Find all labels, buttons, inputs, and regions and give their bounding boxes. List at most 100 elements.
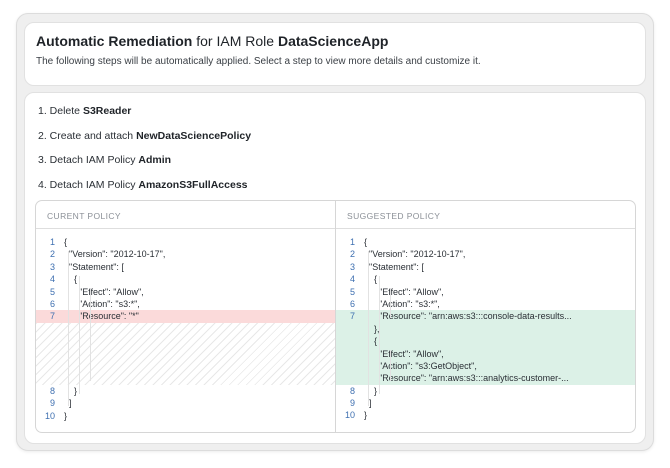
line-number: 6: [49, 298, 55, 309]
added-line: "Action": "s3:GetObject",: [336, 359, 635, 373]
step-3[interactable]: 3. Detach IAM Policy Admin: [38, 154, 251, 179]
line-number: 7: [49, 311, 55, 322]
line-number: 3: [49, 261, 55, 272]
code-line: 3 "Statement": [: [336, 261, 635, 273]
step-prefix: 1. Delete: [38, 105, 83, 117]
line-text: }: [64, 410, 68, 421]
code-line: 5 "Effect": "Allow",: [36, 286, 335, 298]
indent-guide: [390, 288, 391, 318]
line-number: 5: [49, 286, 55, 297]
line-text: "Statement": [: [64, 261, 124, 272]
step-1[interactable]: 1. Delete S3Reader: [38, 105, 251, 130]
line-text: "Effect": "Allow",: [364, 348, 444, 359]
line-number: 10: [44, 410, 55, 421]
title-role: DataScienceApp: [277, 33, 389, 49]
indent-guide: [79, 276, 80, 394]
line-number: 8: [49, 385, 55, 396]
suggested-policy-pane[interactable]: SUGGESTED POLICY 1{ 2 "Version": "2012-1…: [336, 201, 635, 432]
line-number: 1: [49, 237, 55, 247]
code-line: 8 }: [36, 385, 335, 397]
step-target: NewDataSciencePolicy: [136, 129, 252, 142]
step-target: Admin: [138, 154, 172, 166]
code-line: 6 "Action": "s3:*",: [36, 298, 335, 310]
added-line: },: [336, 322, 635, 336]
page-title: Automatic Remediation for IAM Role DataS…: [36, 33, 388, 49]
code-line: 8 }: [336, 385, 635, 397]
line-text: {: [364, 237, 368, 247]
step-2[interactable]: 2. Create and attach NewDataSciencePolic…: [38, 130, 251, 155]
line-number: 4: [349, 274, 355, 285]
remediation-body: 1. Delete S3Reader 2. Create and attach …: [24, 92, 646, 444]
indent-guide: [390, 350, 391, 381]
line-text: "Resource": "arn:aws:s3:::console-data-r…: [364, 311, 572, 322]
page-subtitle: The following steps will be automaticall…: [36, 56, 481, 67]
added-line: "Resource": "arn:aws:s3:::analytics-cust…: [336, 372, 635, 385]
remediation-header: Automatic Remediation for IAM Role DataS…: [24, 22, 646, 86]
steps-list: 1. Delete S3Reader 2. Create and attach …: [38, 105, 251, 203]
code-line: 2 "Version": "2012-10-17",: [336, 248, 635, 260]
removed-line: 7 "Resource": "*": [36, 310, 335, 323]
line-text: },: [364, 323, 380, 334]
line-text: }: [364, 410, 368, 421]
line-number: 9: [349, 398, 355, 409]
line-text: "Effect": "Allow",: [364, 286, 444, 297]
code-line: 4 {: [36, 273, 335, 285]
line-number: 6: [349, 298, 355, 309]
line-text: "Version": "2012-10-17",: [364, 249, 466, 260]
line-text: "Resource": "arn:aws:s3:::analytics-cust…: [364, 373, 569, 384]
code-line: 1{: [36, 236, 335, 248]
line-text: "Statement": [: [364, 261, 424, 272]
suggested-policy-code: 1{ 2 "Version": "2012-10-17", 3 "Stateme…: [336, 236, 635, 422]
code-line: 9 ]: [36, 397, 335, 409]
line-number: 2: [49, 249, 55, 260]
line-text: "Action": "s3:GetObject",: [364, 360, 477, 371]
line-number: 7: [349, 311, 355, 322]
indent-guide: [90, 288, 91, 381]
line-text: "Action": "s3:*",: [64, 298, 140, 309]
line-text: }: [364, 385, 378, 396]
line-text: "Version": "2012-10-17",: [64, 249, 166, 260]
policy-diff-viewer: CURENT POLICY 1{ 2 "Version": "2012-10-1…: [35, 200, 636, 433]
code-line: 10}: [336, 409, 635, 421]
added-line: {: [336, 335, 635, 348]
line-text: {: [364, 274, 378, 285]
line-text: {: [64, 237, 68, 247]
line-number: 1: [349, 237, 355, 247]
code-line: 4 {: [336, 273, 635, 285]
line-number: 8: [349, 385, 355, 396]
line-number: 5: [349, 286, 355, 297]
code-line: 5 "Effect": "Allow",: [336, 286, 635, 298]
line-text: "Resource": "*": [64, 311, 139, 322]
code-line: 3 "Statement": [: [36, 261, 335, 273]
line-number: 2: [349, 249, 355, 260]
line-number: 9: [49, 398, 55, 409]
current-policy-code: 1{ 2 "Version": "2012-10-17", 3 "Stateme…: [36, 236, 335, 422]
indent-guide: [68, 251, 69, 406]
code-line: 10}: [36, 410, 335, 422]
line-text: "Effect": "Allow",: [64, 286, 144, 297]
current-policy-pane[interactable]: CURENT POLICY 1{ 2 "Version": "2012-10-1…: [36, 201, 336, 432]
code-line: 2 "Version": "2012-10-17",: [36, 248, 335, 260]
line-text: ]: [369, 398, 372, 409]
line-text: ]: [69, 398, 72, 409]
step-prefix: 4. Detach IAM Policy: [38, 178, 139, 191]
code-line: 1{: [336, 236, 635, 248]
step-target: AmazonS3FullAccess: [138, 178, 248, 191]
title-mid: for IAM Role: [192, 33, 278, 49]
step-prefix: 2. Create and attach: [38, 129, 137, 142]
line-text: }: [64, 385, 78, 396]
added-line: "Effect": "Allow",: [336, 347, 635, 360]
line-text: {: [64, 274, 78, 285]
step-4[interactable]: 4. Detach IAM Policy AmazonS3FullAccess: [38, 179, 251, 204]
code-line: 6 "Action": "s3:*",: [336, 298, 635, 310]
line-number: 4: [49, 274, 55, 285]
diff-placeholder-hatch: [36, 322, 335, 385]
line-text: "Action": "s3:*",: [364, 298, 440, 309]
line-number: 10: [344, 410, 355, 421]
step-target: S3Reader: [82, 105, 132, 117]
indent-guide: [368, 251, 369, 406]
indent-guide: [379, 276, 380, 394]
suggested-policy-header: SUGGESTED POLICY: [336, 201, 635, 229]
current-policy-header: CURENT POLICY: [36, 201, 335, 229]
line-text: {: [364, 336, 378, 347]
